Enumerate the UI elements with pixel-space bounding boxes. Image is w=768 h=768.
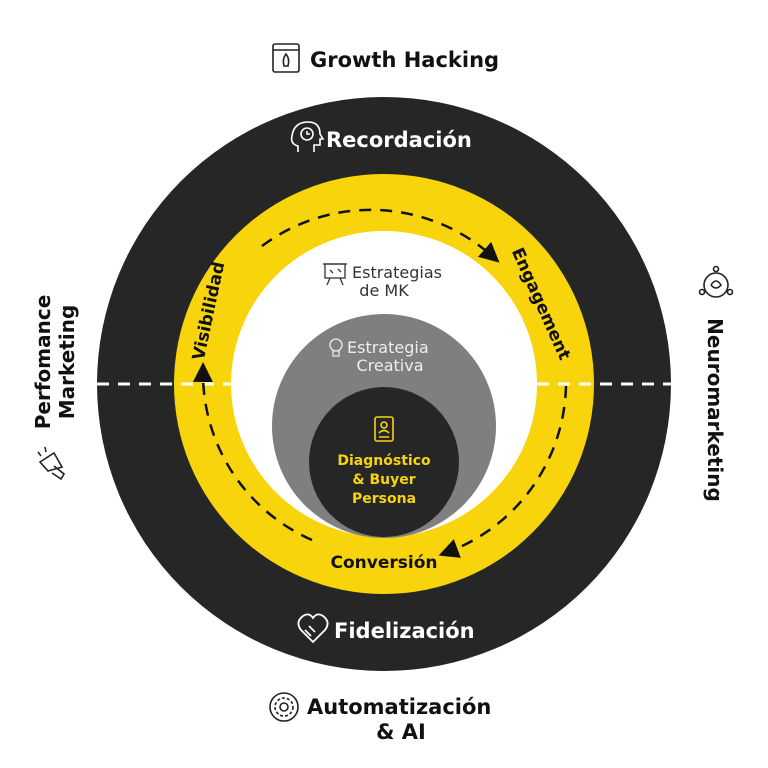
label-neuromarketing: Neuromarketing: [703, 318, 727, 502]
label-marketing: Marketing: [55, 305, 79, 420]
brain-network-icon: [698, 265, 734, 298]
label-growth-hacking: Growth Hacking: [310, 48, 499, 72]
megaphone-icon: [37, 446, 66, 481]
label-persona: Persona: [352, 491, 416, 507]
handshake-heart-icon: [297, 613, 329, 644]
label-buyer: & Buyer: [352, 472, 415, 488]
label-diagnostico: Diagnóstico: [337, 453, 431, 469]
core-circle: [309, 387, 459, 537]
cycle-arrow-top: [261, 208, 500, 263]
head-clock-icon: [290, 121, 325, 152]
label-estrategias: Estrategias: [352, 263, 442, 282]
label-automatizacion: Automatización: [307, 695, 491, 719]
label-perfomance: Perfomance: [31, 295, 55, 430]
label-de-mk: de MK: [359, 281, 409, 300]
rocket-browser-icon: [272, 43, 300, 73]
cycle-arrow-right: [438, 385, 568, 558]
profile-document-icon: [374, 416, 394, 442]
label-ai: & AI: [376, 720, 426, 744]
lightbulb-icon: [329, 338, 343, 357]
label-estrategia: Estrategia: [347, 338, 429, 357]
label-recordacion: Recordación: [326, 128, 472, 152]
presentation-board-icon: [323, 263, 347, 286]
label-conversion: Conversión: [331, 553, 438, 573]
cycle-arrow-left: [192, 362, 313, 542]
label-fidelizacion: Fidelización: [334, 619, 475, 643]
gear-icon: [269, 692, 299, 722]
label-creativa: Creativa: [356, 356, 423, 375]
